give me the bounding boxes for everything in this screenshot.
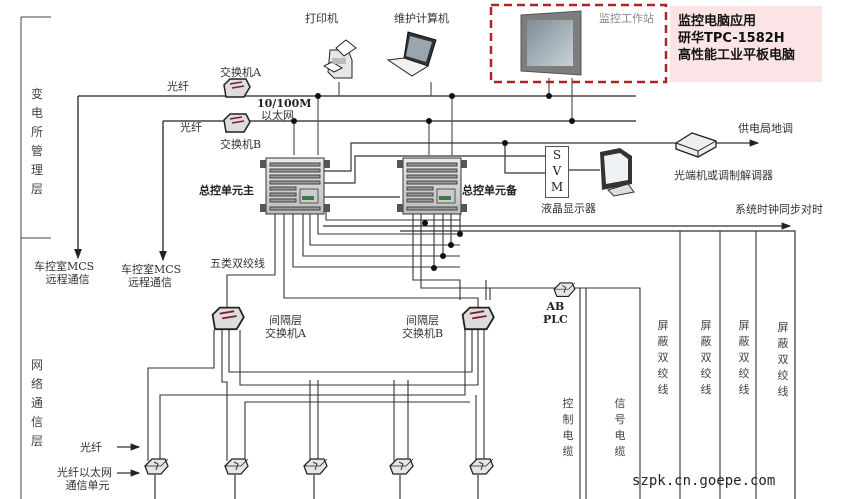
clock-sync-label: 系统时钟同步对时 bbox=[735, 203, 823, 216]
backup-controller-label: 总控单元备 bbox=[462, 184, 517, 197]
shielded-pair-label: 屏蔽双绞线 bbox=[657, 319, 669, 396]
field-unit-icon bbox=[144, 458, 169, 475]
shielded-pair-label: 屏蔽双绞线 bbox=[777, 321, 789, 398]
bay-switch-a-icon bbox=[211, 306, 245, 331]
bay-switch-line: 交换机B bbox=[402, 327, 444, 340]
field-unit-icon bbox=[224, 458, 249, 475]
signal-cable-label: 信号电缆 bbox=[614, 397, 626, 458]
plc-line: PLC bbox=[543, 313, 568, 326]
bay-switch-line: 交换机A bbox=[265, 327, 306, 340]
plc-icon bbox=[553, 282, 576, 297]
fiber-eth-line: 通信单元 bbox=[65, 479, 110, 492]
callout-panel: 监控电脑应用 研华TPC-1582H 高性能工业平板电脑 bbox=[670, 6, 822, 82]
callout-line-2: 研华TPC-1582H bbox=[678, 31, 785, 46]
fiber-b-label: 光纤 bbox=[180, 121, 202, 134]
callout-line-1: 监控电脑应用 bbox=[678, 14, 757, 29]
switch-b-label: 交换机B bbox=[220, 138, 262, 151]
svm-letter: V bbox=[552, 164, 562, 178]
mcs-remote-label-1: 车控室MCS 远程通信 bbox=[34, 260, 94, 286]
plc-line: AB bbox=[546, 300, 565, 313]
mcs-remote-label-2: 车控室MCS 远程通信 bbox=[121, 263, 181, 289]
callout-line-3: 高性能工业平板电脑 bbox=[678, 48, 796, 63]
layer-label-substation: 变电所管理层 bbox=[31, 87, 44, 196]
lcd-display-icon bbox=[600, 148, 635, 197]
bay-switch-a-label: 间隔层 交换机A bbox=[265, 314, 306, 340]
mcs-line: 车控室MCS bbox=[34, 260, 95, 273]
watermark: szpk.cn.goepe.com bbox=[632, 473, 776, 489]
optical-modem-label: 光端机或调制解调器 bbox=[674, 169, 773, 182]
fiber-eth-line: 光纤以太网 bbox=[57, 466, 112, 479]
mcs-line: 车控室MCS bbox=[121, 263, 182, 276]
ethernet-label: 以太网 bbox=[261, 109, 294, 122]
layer-label-network: 网络通信层 bbox=[31, 358, 44, 448]
switch-b-icon bbox=[223, 113, 251, 133]
cat5-cable-label: 五类双绞线 bbox=[210, 257, 265, 270]
switch-a-icon bbox=[223, 78, 251, 98]
fiber-eth-unit-label: 光纤以太网 通信单元 bbox=[57, 466, 112, 492]
bay-switch-line: 间隔层 bbox=[268, 314, 302, 327]
svm-letter: M bbox=[550, 180, 564, 194]
layer-bracket bbox=[20, 16, 51, 499]
workstation-label: 监控工作站 bbox=[599, 12, 654, 25]
shielded-pair-label: 屏蔽双绞线 bbox=[738, 319, 750, 396]
field-unit-icon bbox=[303, 458, 328, 475]
field-unit-icon bbox=[469, 458, 494, 475]
ethernet-speed-label: 10/100M bbox=[257, 97, 312, 110]
switch-a-label: 交换机A bbox=[220, 66, 261, 79]
mcs-line: 远程通信 bbox=[128, 276, 172, 289]
svm-letter: S bbox=[552, 148, 562, 162]
main-controller-icon bbox=[259, 157, 331, 215]
main-controller-label: 总控单元主 bbox=[199, 184, 254, 197]
svm-box: S V M bbox=[545, 146, 569, 198]
power-dispatch-label: 供电局地调 bbox=[738, 122, 793, 135]
workstation-monitor-icon bbox=[520, 10, 582, 76]
ab-plc-label: AB PLC bbox=[543, 300, 568, 326]
mcs-line: 远程通信 bbox=[45, 273, 90, 286]
shielded-pair-label: 屏蔽双绞线 bbox=[700, 319, 712, 396]
backup-controller-icon bbox=[396, 157, 468, 215]
bay-switch-line: 间隔层 bbox=[406, 314, 440, 327]
maintenance-pc-label: 维护计算机 bbox=[394, 12, 449, 25]
fiber-input-label: 光纤 bbox=[80, 441, 102, 454]
field-unit-icon bbox=[389, 458, 414, 475]
printer-icon bbox=[322, 39, 357, 79]
workstation-highlight-box bbox=[489, 3, 668, 84]
bay-switch-b-label: 间隔层 交换机B bbox=[402, 314, 443, 340]
printer-label: 打印机 bbox=[305, 12, 338, 25]
laptop-icon bbox=[386, 31, 437, 77]
lcd-display-label: 液晶显示器 bbox=[541, 202, 596, 215]
control-cable-label: 控制电缆 bbox=[562, 397, 574, 458]
optical-modem-icon bbox=[675, 132, 717, 158]
fiber-a-label: 光纤 bbox=[167, 80, 189, 93]
bay-switch-b-icon bbox=[461, 306, 495, 331]
